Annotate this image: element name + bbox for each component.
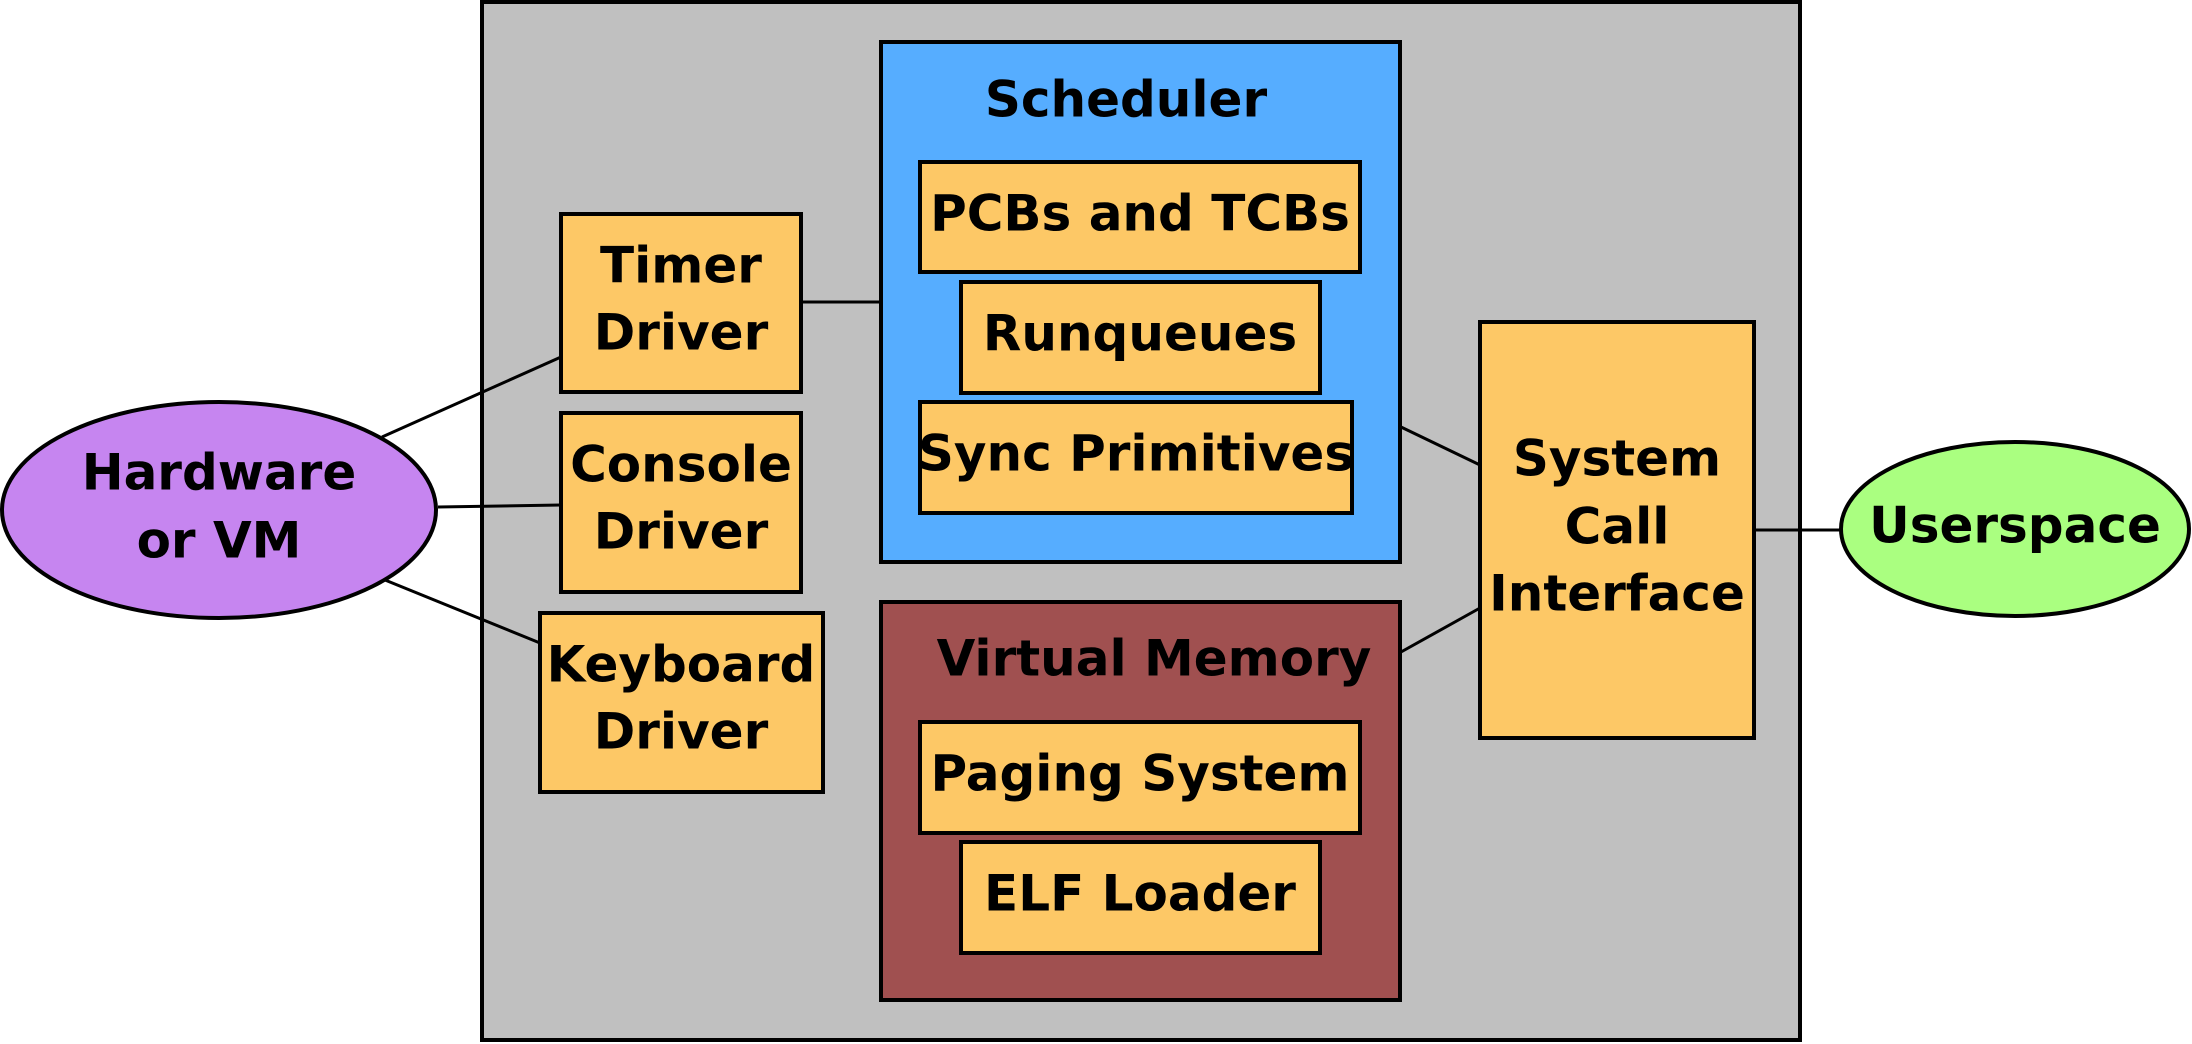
console-driver-node: Console Driver: [559, 411, 803, 594]
hardware-label-line2: or VM: [137, 512, 302, 570]
timer-driver-box: [559, 212, 803, 394]
console-driver-label-line1: Console: [570, 436, 792, 494]
console-driver-label-line2: Driver: [594, 503, 769, 561]
paging-system-label: Paging System: [930, 745, 1349, 803]
syscall-interface-label-line1: System: [1513, 430, 1721, 488]
hardware-ellipse: [0, 400, 438, 620]
virtual-memory-node: Virtual Memory Paging System ELF Loader: [879, 600, 1402, 1002]
keyboard-driver-node: Keyboard Driver: [538, 611, 825, 794]
syscall-interface-box: [1478, 320, 1756, 740]
edge-hardware-keyboard-driver: [384, 578, 541, 645]
userspace-node: Userspace: [1839, 440, 2191, 618]
sync-primitives-label: Sync Primitives: [918, 425, 1354, 483]
edge-hardware-timer-driver: [381, 355, 562, 439]
timer-driver-node: Timer Driver: [559, 212, 803, 394]
pcbs-tcbs-label: PCBs and TCBs: [930, 185, 1350, 243]
hardware-node: Hardware or VM: [0, 400, 438, 620]
keyboard-driver-box: [538, 611, 825, 794]
pcbs-tcbs-box: [918, 160, 1362, 274]
edge-virtual-memory-syscall-interface: [1400, 606, 1481, 654]
runqueues-label: Runqueues: [983, 305, 1297, 363]
userspace-label: Userspace: [1869, 497, 2161, 555]
timer-driver-label-line2: Driver: [594, 304, 769, 362]
runqueues-box: [959, 280, 1322, 395]
syscall-interface-label-line3: Interface: [1489, 565, 1745, 623]
keyboard-driver-label-line2: Driver: [594, 703, 769, 761]
scheduler-label: Scheduler: [985, 71, 1268, 129]
timer-driver-label-line1: Timer: [600, 237, 762, 295]
scheduler-node: Scheduler PCBs and TCBs Runqueues Sync P…: [879, 40, 1402, 564]
userspace-ellipse: [1839, 440, 2191, 618]
syscall-interface-label-line2: Call: [1565, 498, 1670, 556]
elf-loader-label: ELF Loader: [984, 865, 1296, 923]
sync-primitives-box: [918, 400, 1354, 515]
edges: [381, 300, 1840, 654]
elf-loader-box: [959, 840, 1322, 955]
hardware-label-line1: Hardware: [82, 444, 357, 502]
virtual-memory-label: Virtual Memory: [937, 630, 1372, 688]
console-driver-box: [559, 411, 803, 594]
edge-scheduler-syscall-interface: [1400, 425, 1481, 467]
syscall-interface-node: System Call Interface: [1478, 320, 1756, 740]
keyboard-driver-label-line1: Keyboard: [547, 636, 816, 694]
edge-hardware-console-driver: [437, 503, 562, 509]
paging-system-box: [918, 720, 1362, 835]
